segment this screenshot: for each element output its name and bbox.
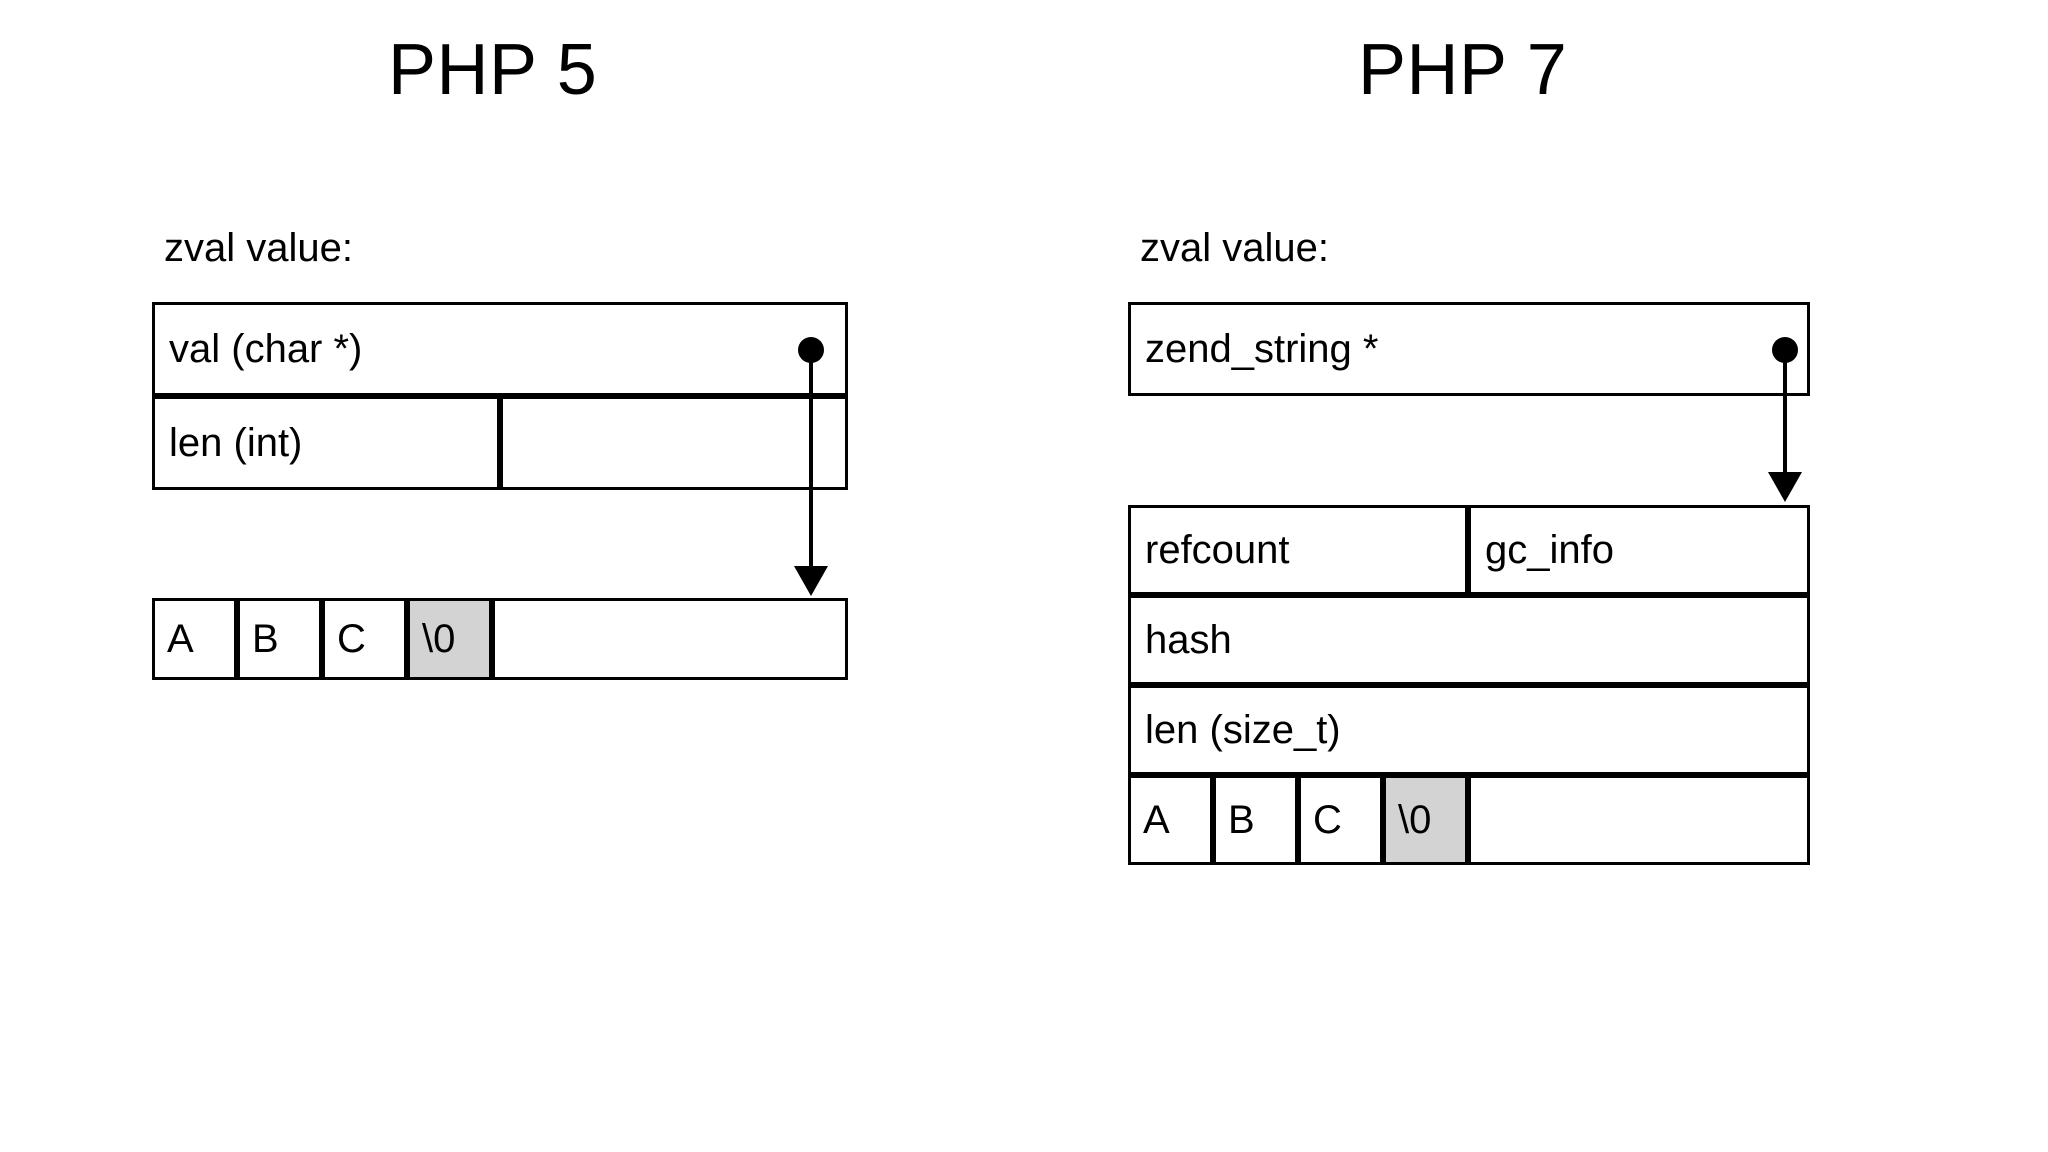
struct-row-hash-label: hash <box>1145 618 1232 662</box>
zval-row-zend-string-label: zend_string * <box>1145 327 1379 371</box>
struct-row-len-php7: len (size_t) <box>1128 685 1810 775</box>
string-cell-2-label: C <box>1313 798 1342 842</box>
string-cell-2-php7: C <box>1298 775 1383 865</box>
string-cell-1-php7: B <box>1213 775 1298 865</box>
string-cell-2-label: C <box>337 617 366 661</box>
pointer-arrow-head-icon-php5 <box>794 566 828 596</box>
struct-row-refcount-php7: refcount <box>1128 505 1468 595</box>
string-buffer-tail-php5 <box>492 598 848 680</box>
struct-row-gc-info-php7: gc_info <box>1468 505 1810 595</box>
string-cell-0-label: A <box>1143 798 1170 842</box>
string-cell-3-label: \0 <box>1398 798 1432 842</box>
string-cell-0-label: A <box>167 617 194 661</box>
caption-zval-value-php7: zval value: <box>1140 226 1329 270</box>
caption-zval-value-php5: zval value: <box>164 226 353 270</box>
struct-row-len-label: len (size_t) <box>1145 708 1341 752</box>
zval-row-val-label: val (char *) <box>169 327 363 371</box>
zval-row-zend-string-php7: zend_string * <box>1128 302 1810 396</box>
pointer-arrow-head-icon-php7 <box>1768 472 1802 502</box>
string-cell-2-php5: C <box>322 598 407 680</box>
pointer-arrow-line-php5 <box>809 350 813 588</box>
string-cell-0-php7: A <box>1128 775 1213 865</box>
string-cell-3-nul-php7: \0 <box>1383 775 1468 865</box>
page-title-php7: PHP 7 <box>1358 30 1568 110</box>
zval-row-len-empty-cell-php5 <box>500 396 848 490</box>
struct-row-refcount-label: refcount <box>1145 528 1290 572</box>
zval-row-val-php5: val (char *) <box>152 302 848 396</box>
struct-row-hash-php7: hash <box>1128 595 1810 685</box>
string-cell-0-php5: A <box>152 598 237 680</box>
pointer-arrow-line-php7 <box>1783 350 1787 480</box>
string-cell-1-php5: B <box>237 598 322 680</box>
zval-row-len-label: len (int) <box>169 421 303 465</box>
zval-row-len-php5: len (int) <box>152 396 500 490</box>
string-buffer-tail-php7 <box>1468 775 1810 865</box>
string-cell-3-label: \0 <box>422 617 456 661</box>
page-title-php5: PHP 5 <box>388 30 598 110</box>
string-cell-3-nul-php5: \0 <box>407 598 492 680</box>
string-cell-1-label: B <box>1228 798 1255 842</box>
string-cell-1-label: B <box>252 617 279 661</box>
struct-row-gc-info-label: gc_info <box>1485 528 1614 572</box>
